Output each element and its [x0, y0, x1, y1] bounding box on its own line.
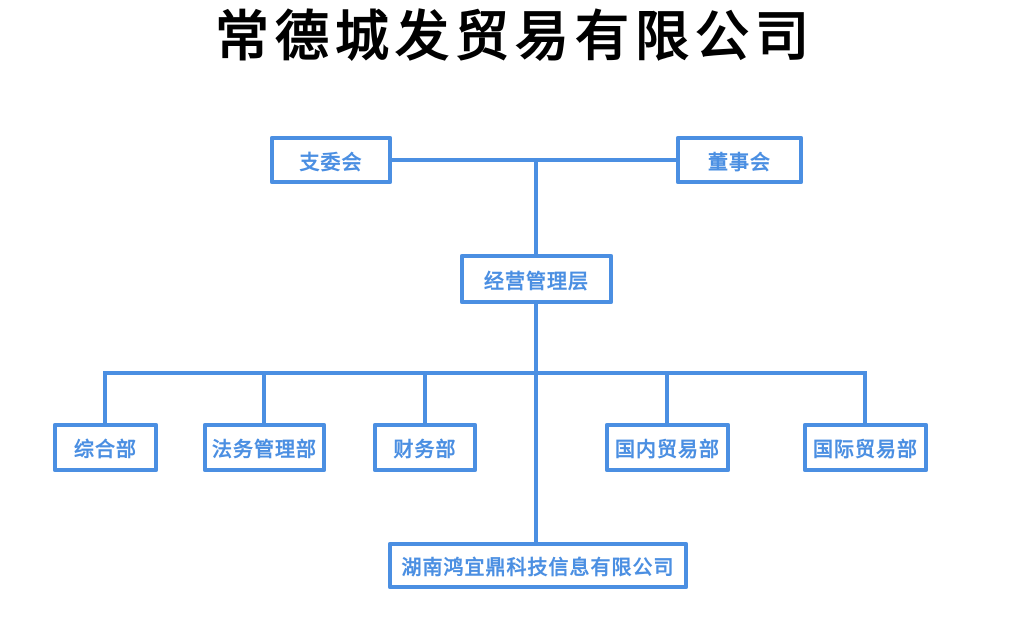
- connector-departments-horizontal: [103, 371, 867, 375]
- node-general-affairs: 综合部: [53, 423, 158, 472]
- node-subsidiary: 湖南鸿宜鼎科技信息有限公司: [388, 542, 688, 589]
- node-management: 经营管理层: [460, 254, 613, 304]
- connector-top-to-management: [534, 158, 538, 254]
- node-international-trade: 国际贸易部: [803, 423, 928, 472]
- connector-drop-general-affairs: [103, 371, 107, 423]
- node-committee: 支委会: [270, 136, 392, 184]
- chart-title: 常德城发贸易有限公司: [215, 7, 815, 67]
- connector-drop-legal-management: [262, 371, 266, 423]
- node-domestic-trade: 国内贸易部: [605, 423, 730, 472]
- connector-management-to-subsidiary: [534, 304, 538, 542]
- connector-drop-domestic-trade: [665, 371, 669, 423]
- node-board: 董事会: [676, 136, 803, 184]
- node-finance-dept: 财务部: [373, 423, 477, 472]
- connector-drop-finance: [423, 371, 427, 423]
- node-legal-management: 法务管理部: [203, 423, 326, 472]
- connector-drop-international-trade: [863, 371, 867, 423]
